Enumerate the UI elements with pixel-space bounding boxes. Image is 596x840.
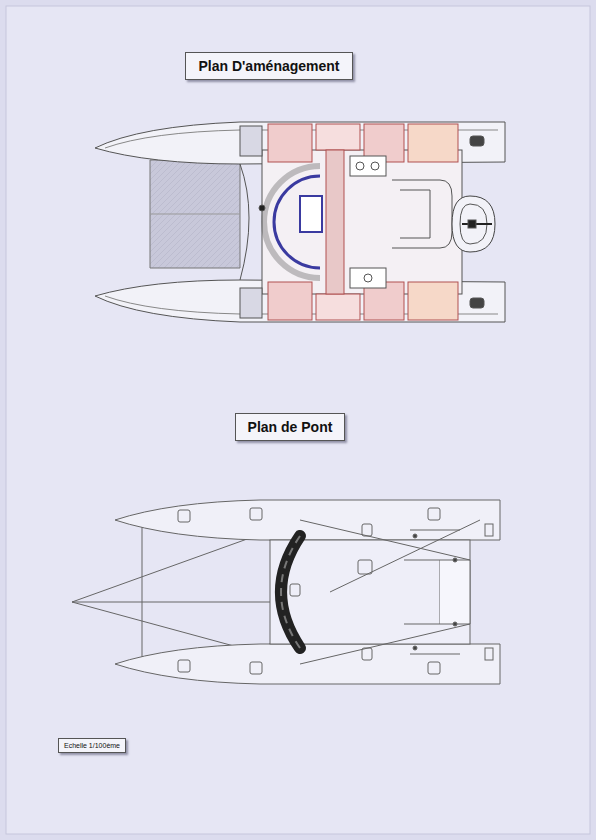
title-text: Plan de Pont xyxy=(248,419,333,435)
plan-title-box: Plan D'aménagement xyxy=(185,52,352,80)
title-text: Echelle 1/100ème xyxy=(64,742,120,749)
scale-box: Echelle 1/100ème xyxy=(58,738,126,753)
plan-title-box: Plan de Pont xyxy=(235,413,346,441)
title-text: Plan D'aménagement xyxy=(198,58,339,74)
deck-plan xyxy=(72,500,500,684)
page-ground xyxy=(6,6,590,834)
layout-plan xyxy=(95,122,505,322)
